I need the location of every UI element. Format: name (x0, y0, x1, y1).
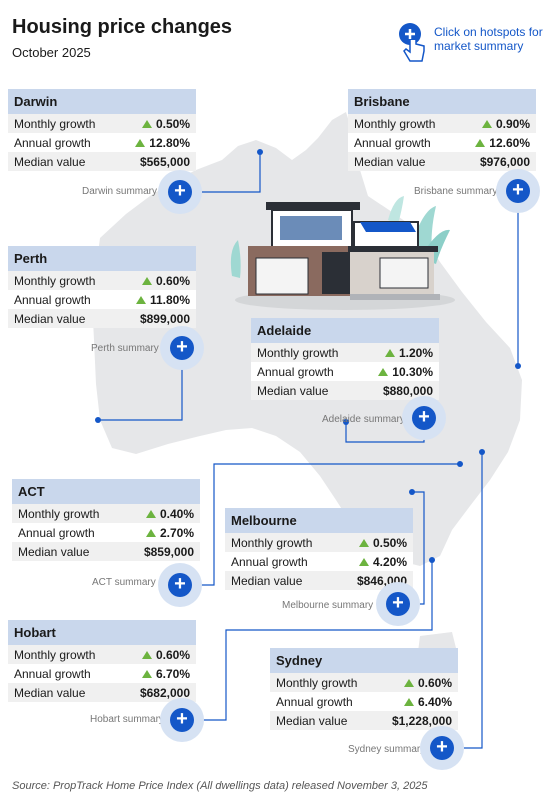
darwin-connector (202, 152, 261, 193)
brisbane-hotspot-button[interactable]: + (496, 169, 540, 213)
plus-icon: + (170, 708, 194, 732)
darwin-summary-label: Darwin summary (82, 186, 158, 197)
darwin-hotspot-button[interactable]: + (158, 170, 202, 214)
melbourne-hotspot-button[interactable]: + (376, 582, 420, 626)
up-arrow-icon (141, 669, 152, 678)
up-arrow-icon (145, 528, 156, 537)
up-arrow-icon (475, 138, 486, 147)
up-arrow-icon (141, 119, 152, 128)
up-arrow-icon (384, 348, 395, 357)
up-arrow-icon (403, 697, 414, 706)
act-summary-label: ACT summary (92, 577, 156, 588)
card-title: Melbourne (225, 508, 413, 533)
up-arrow-icon (141, 650, 152, 659)
up-arrow-icon (481, 119, 492, 128)
sydney-summary-label: Sydney summary (348, 744, 426, 755)
plus-icon: + (506, 179, 530, 203)
adelaide-hotspot-button[interactable]: + (402, 396, 446, 440)
hobart-hotspot-button[interactable]: + (160, 698, 204, 742)
plus-icon: + (430, 736, 454, 760)
plus-icon: + (170, 336, 194, 360)
card-title: ACT (12, 479, 200, 504)
plus-icon: + (386, 592, 410, 616)
card-title: Hobart (8, 620, 196, 645)
hobart-summary-label: Hobart summary (90, 714, 164, 725)
plus-icon: + (168, 180, 192, 204)
card-title: Darwin (8, 89, 196, 114)
up-arrow-icon (358, 538, 369, 547)
up-arrow-icon (358, 557, 369, 566)
hint-text: Click on hotspots for market summary (434, 25, 543, 53)
up-arrow-icon (378, 367, 389, 376)
source-note: Source: PropTrack Home Price Index (All … (12, 780, 428, 792)
hand-pointer-icon (399, 23, 425, 62)
page-subtitle: October 2025 (12, 45, 91, 60)
up-arrow-icon (135, 138, 146, 147)
hobart-connector (184, 560, 433, 721)
page-title: Housing price changes (12, 16, 233, 38)
act-hotspot-button[interactable]: + (158, 563, 202, 607)
perth-summary-label: Perth summary (91, 343, 159, 354)
card-title: Perth (8, 246, 196, 271)
plus-icon: + (168, 573, 192, 597)
up-arrow-icon (145, 509, 156, 518)
house-illustration (230, 196, 455, 310)
brisbane-summary-label: Brisbane summary (414, 186, 498, 197)
up-arrow-icon (135, 295, 146, 304)
plus-icon: + (412, 406, 436, 430)
up-arrow-icon (403, 678, 414, 687)
perth-hotspot-button[interactable]: + (160, 326, 204, 370)
card-title: Brisbane (348, 89, 536, 114)
card-title: Adelaide (251, 318, 439, 343)
card-title: Sydney (270, 648, 458, 673)
up-arrow-icon (141, 276, 152, 285)
perth-connector (98, 348, 183, 421)
melbourne-summary-label: Melbourne summary (282, 600, 374, 611)
sydney-hotspot-button[interactable]: + (420, 726, 464, 770)
sydney-connector (464, 452, 483, 749)
adelaide-summary-label: Adelaide summary (322, 414, 405, 425)
